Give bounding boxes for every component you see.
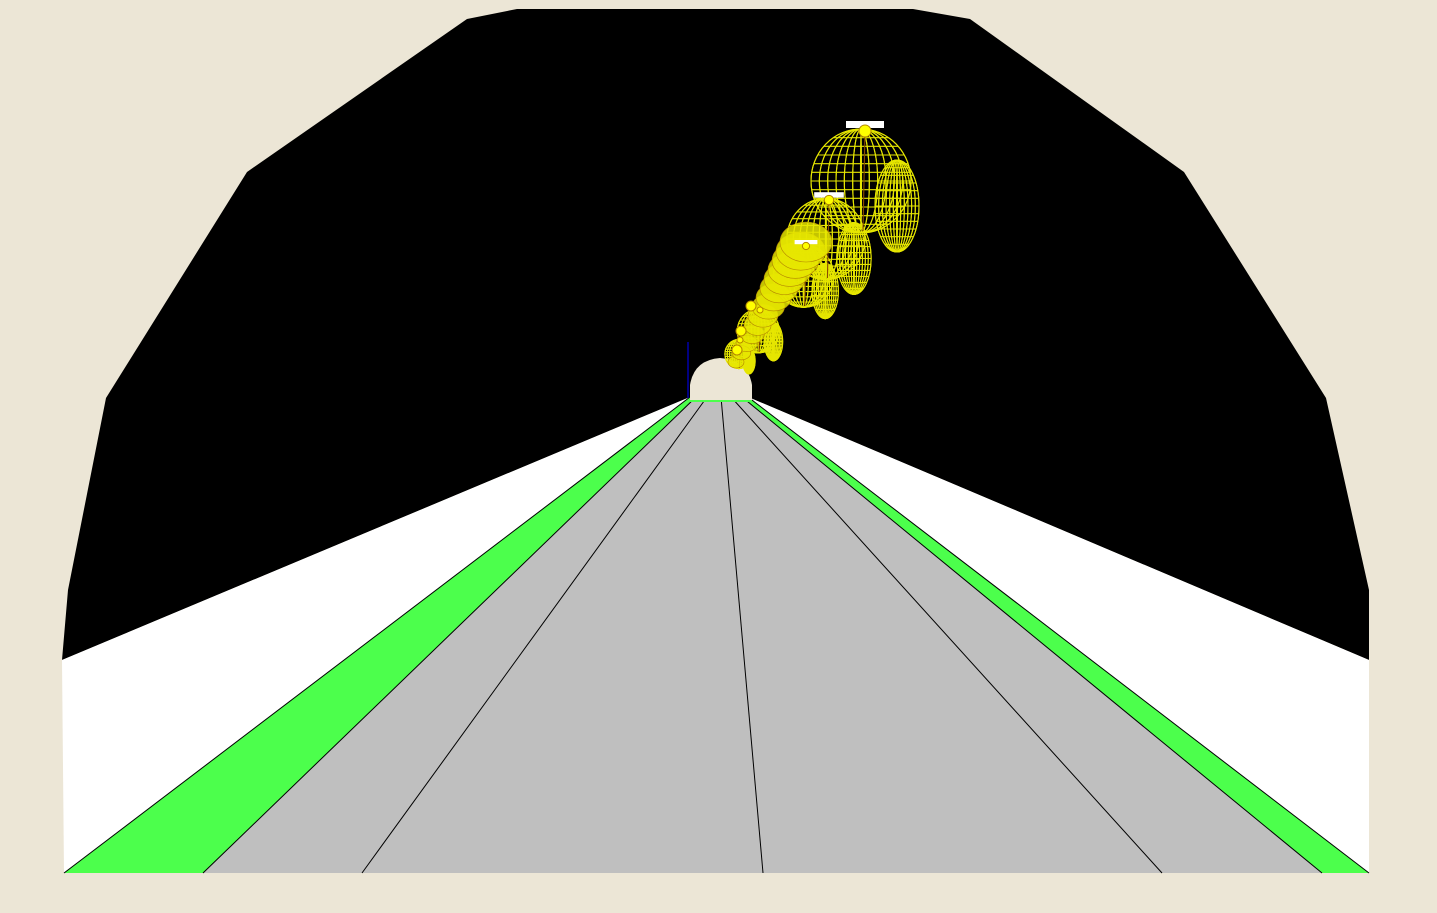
luminaire [745,300,757,312]
wall-base-line-left [63,396,691,874]
lane-line [361,396,708,874]
wall-base-line-right [747,396,1370,874]
road-surface [203,397,1322,873]
luminaire [736,336,744,344]
left-walkway [64,397,696,873]
right-walkway [742,397,1369,873]
aiming-line [862,130,866,232]
luminaire [735,325,747,337]
lane-line [720,396,764,874]
tunnel-vault [62,9,1369,660]
lane-lines [63,396,1370,874]
luminaire [731,344,743,356]
lane-line [730,396,1163,874]
luminaires [731,124,872,356]
luminaire [801,241,811,251]
road-edge-line-left [202,396,697,874]
luminaire [756,306,764,314]
luminaire [823,194,835,206]
luminaire [858,124,872,138]
road-edge-line-right [741,396,1323,874]
